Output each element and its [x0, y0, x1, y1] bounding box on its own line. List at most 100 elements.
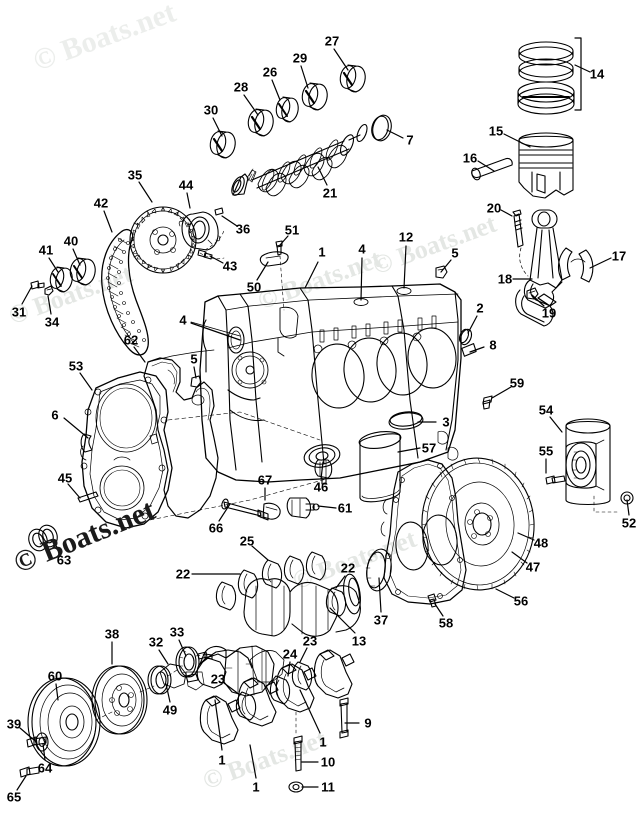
callout-number-57[interactable]: 57 — [421, 440, 437, 456]
callout-number-21[interactable]: 21 — [322, 185, 338, 201]
crank-bearing-41 — [49, 266, 73, 293]
callout-number-22[interactable]: 22 — [340, 560, 356, 576]
callout-number-60[interactable]: 60 — [47, 668, 63, 684]
camshaft-bearing-27 — [339, 64, 366, 93]
cylinder-bores — [311, 327, 457, 409]
callout-number-5[interactable]: 5 — [451, 245, 459, 261]
callout-number-16[interactable]: 16 — [462, 150, 478, 166]
callout-number-1[interactable]: 1 — [318, 244, 326, 260]
callout-number-43[interactable]: 43 — [222, 258, 238, 274]
callout-number-32[interactable]: 32 — [148, 634, 164, 650]
callout-number-1[interactable]: 1 — [252, 779, 260, 795]
callout-number-37[interactable]: 37 — [373, 612, 389, 628]
callout-number-10[interactable]: 10 — [320, 754, 336, 770]
oil-pump-shaft-66 — [221, 498, 269, 521]
callout-number-23[interactable]: 23 — [302, 633, 318, 649]
callout-number-64[interactable]: 64 — [37, 760, 53, 776]
callout-number-36[interactable]: 36 — [235, 221, 251, 237]
main-bearing-25-b — [283, 555, 305, 585]
callout-number-31[interactable]: 31 — [11, 304, 27, 320]
callout-number-67[interactable]: 67 — [257, 472, 273, 488]
callout-number-25[interactable]: 25 — [239, 533, 255, 549]
callout-number-54[interactable]: 54 — [538, 402, 554, 418]
crankshaft-13 — [159, 573, 361, 697]
cover-dowel-45 — [77, 491, 99, 503]
callout-number-61[interactable]: 61 — [337, 500, 353, 516]
callout-number-48[interactable]: 48 — [533, 535, 549, 551]
callout-number-7[interactable]: 7 — [406, 132, 414, 148]
callout-number-1[interactable]: 1 — [218, 752, 226, 768]
callout-number-29[interactable]: 29 — [292, 50, 308, 66]
callout-number-35[interactable]: 35 — [127, 167, 143, 183]
callout-number-4[interactable]: 4 — [179, 312, 187, 328]
callout-number-27[interactable]: 27 — [324, 33, 340, 49]
callout-number-12[interactable]: 12 — [398, 229, 414, 245]
callout-number-44[interactable]: 44 — [178, 177, 194, 193]
main-bearing-cap-d — [313, 649, 355, 699]
callout-number-6[interactable]: 6 — [51, 407, 59, 423]
callout-number-30[interactable]: 30 — [203, 102, 219, 118]
crank-thrust-washer-49 — [147, 665, 172, 695]
oil-filter-57 — [358, 431, 402, 503]
callout-number-56[interactable]: 56 — [513, 593, 529, 609]
timing-cover-gasket-62 — [143, 357, 219, 519]
block-plug-2 — [458, 328, 473, 346]
callout-number-13[interactable]: 13 — [351, 633, 367, 649]
callout-number-20[interactable]: 20 — [486, 200, 502, 216]
callout-number-38[interactable]: 38 — [104, 626, 120, 642]
callout-number-9[interactable]: 9 — [364, 715, 372, 731]
callout-number-52[interactable]: 52 — [621, 515, 637, 531]
callout-number-2[interactable]: 2 — [476, 300, 484, 316]
callout-number-58[interactable]: 58 — [438, 615, 454, 631]
callout-number-19[interactable]: 19 — [541, 305, 557, 321]
crank-seal-37 — [365, 548, 392, 592]
callout-number-1[interactable]: 1 — [319, 734, 327, 750]
callout-number-51[interactable]: 51 — [284, 222, 300, 238]
callout-number-5[interactable]: 5 — [190, 351, 198, 367]
cam-sprocket-bolt-43 — [197, 249, 213, 260]
callout-number-14[interactable]: 14 — [589, 66, 605, 82]
callout-number-65[interactable]: 65 — [6, 789, 22, 805]
callout-number-11[interactable]: 11 — [321, 779, 335, 795]
callout-number-66[interactable]: 66 — [208, 520, 224, 536]
callout-number-28[interactable]: 28 — [233, 79, 249, 95]
callout-number-55[interactable]: 55 — [538, 443, 554, 459]
main-bearing-22-c — [325, 587, 347, 617]
callout-number-59[interactable]: 59 — [509, 375, 525, 391]
callout-number-53[interactable]: 53 — [68, 358, 84, 374]
callout-number-42[interactable]: 42 — [93, 195, 109, 211]
callout-number-15[interactable]: 15 — [488, 123, 504, 139]
callout-number-41[interactable]: 41 — [38, 242, 54, 258]
block-plug-5-right — [435, 265, 448, 279]
crank-key-33 — [197, 651, 213, 660]
callout-number-23[interactable]: 23 — [210, 671, 226, 687]
callout-number-47[interactable]: 47 — [525, 559, 541, 575]
callout-number-63[interactable]: 63 — [56, 552, 72, 568]
callout-number-40[interactable]: 40 — [63, 233, 79, 249]
main-bearing-25-a — [261, 559, 283, 589]
callout-number-62[interactable]: 62 — [123, 332, 139, 348]
callout-number-33[interactable]: 33 — [169, 624, 185, 640]
callout-number-34[interactable]: 34 — [44, 314, 60, 330]
callout-number-26[interactable]: 26 — [262, 64, 278, 80]
callout-number-24[interactable]: 24 — [282, 646, 298, 662]
camshaft-21 — [231, 123, 368, 197]
callout-number-39[interactable]: 39 — [6, 716, 22, 732]
callout-number-4[interactable]: 4 — [358, 241, 366, 257]
callout-number-50[interactable]: 50 — [246, 279, 262, 295]
flywheel-47 — [421, 457, 535, 591]
oil-filter-gasket-3 — [388, 411, 424, 430]
block-plug-5-left — [190, 375, 202, 388]
main-bearing-cap-b — [237, 677, 279, 727]
housing-bolt-58 — [427, 593, 437, 608]
timing-bolt-51 — [275, 240, 283, 256]
callout-number-22[interactable]: 22 — [175, 566, 191, 582]
callout-number-3[interactable]: 3 — [442, 414, 450, 430]
callout-number-8[interactable]: 8 — [489, 337, 497, 353]
callout-number-18[interactable]: 18 — [497, 271, 513, 287]
callout-number-17[interactable]: 17 — [611, 248, 627, 264]
callout-number-49[interactable]: 49 — [162, 702, 178, 718]
callout-number-45[interactable]: 45 — [57, 470, 73, 486]
callout-number-46[interactable]: 46 — [313, 479, 329, 495]
